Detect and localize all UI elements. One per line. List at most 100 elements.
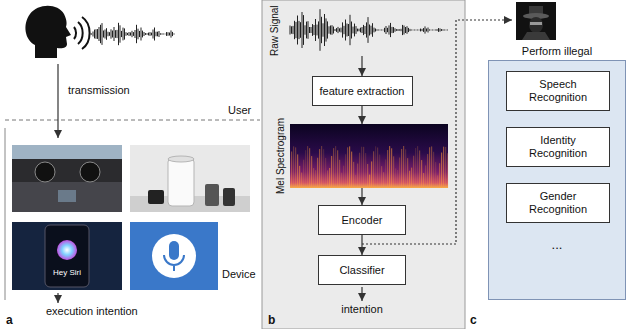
spectrogram-streak <box>361 147 362 188</box>
group-heading: Perform illegal <box>489 45 625 58</box>
spectrogram-streak <box>429 147 430 188</box>
car-window <box>12 145 122 159</box>
spectrogram-streak <box>413 156 414 188</box>
spectrogram-streak <box>337 150 338 188</box>
ellipsis-text: ... <box>489 237 625 252</box>
spectrogram-streak <box>343 166 344 188</box>
phone <box>45 225 89 287</box>
spectrogram-streak <box>313 168 314 188</box>
spectrogram-streak <box>365 153 366 188</box>
sound-arc <box>78 22 83 44</box>
spectrogram-streak <box>329 168 330 188</box>
speaker-head <box>25 6 71 58</box>
spectrogram-streak <box>371 161 372 188</box>
waveform-trace <box>90 23 174 45</box>
mel-spectrogram <box>290 124 448 188</box>
sound-arc <box>74 27 76 39</box>
spectrogram-streak <box>307 146 308 188</box>
flow-label: execution intention <box>46 305 138 318</box>
process-box: feature extraction <box>312 76 413 106</box>
mini-speaker <box>205 184 219 206</box>
spectrogram-streak <box>441 153 442 188</box>
spectrogram-streak <box>409 171 410 188</box>
spectrogram-streak <box>405 149 406 188</box>
car-screen <box>58 190 76 202</box>
task-box: Identity Recognition <box>506 127 610 167</box>
spectrogram-streak <box>311 156 312 188</box>
spectrogram-streak <box>443 147 444 188</box>
raw-waveform <box>290 9 448 51</box>
spectrogram-streak <box>419 150 420 188</box>
spectrogram-streak <box>359 153 360 188</box>
smart-speaker-top <box>168 156 194 162</box>
box-label: feature extraction <box>320 85 405 98</box>
spectrogram-streak <box>355 175 356 188</box>
spectrogram-streak <box>341 173 342 188</box>
spectrogram-streak <box>327 170 328 188</box>
spectrogram-streak <box>389 146 390 188</box>
spectrogram-streak <box>369 175 370 188</box>
mic-icon-stand <box>164 255 184 271</box>
flow-arrow <box>361 56 362 76</box>
output-arrow <box>361 287 362 301</box>
spectrogram-streak <box>317 158 318 188</box>
separator-line <box>5 120 260 121</box>
mic-icon-disc <box>152 234 196 278</box>
process-box: Encoder <box>318 205 406 235</box>
spectrogram-streak <box>297 154 298 188</box>
mic-icon <box>169 241 179 260</box>
box-label: Encoder <box>342 214 383 227</box>
siri-orb <box>57 240 77 260</box>
spectrogram-streak <box>325 158 326 188</box>
car-vent <box>35 162 55 182</box>
task-box: Gender Recognition <box>506 183 610 223</box>
spectrogram-streak <box>391 148 392 188</box>
spectrogram-streak <box>447 153 448 188</box>
spectrogram-streak <box>363 147 364 188</box>
spectrogram-streak <box>415 148 416 188</box>
spectrogram-streak <box>421 160 422 188</box>
spectrogram-streak <box>435 162 436 188</box>
transmission-arrow <box>57 64 58 138</box>
zone-label: Device <box>222 268 256 281</box>
spectrogram-streak <box>423 173 424 188</box>
waveform-trace <box>290 9 448 51</box>
hacker-glasses <box>530 22 542 25</box>
spectrogram-streak <box>347 147 348 188</box>
flow-label: transmission <box>68 84 130 97</box>
spectrogram-streak <box>321 146 322 188</box>
box-label: Classifier <box>339 264 384 277</box>
spectrogram-streak <box>377 147 378 188</box>
spectrogram-streak <box>373 151 374 188</box>
flow-arrow <box>361 106 362 124</box>
spectrogram-streak <box>331 156 332 188</box>
panel-letter: b <box>268 313 275 328</box>
spectrogram-streak <box>393 156 394 188</box>
spectrogram-streak <box>383 172 384 188</box>
spectrogram-streak <box>303 160 304 188</box>
hacker-face <box>529 17 543 33</box>
flow-arrow <box>361 188 362 205</box>
side-label: Mel Spectrogram <box>274 118 287 194</box>
hacker-icon <box>516 2 556 40</box>
spectrogram-streak <box>315 170 316 188</box>
flow-arrow <box>361 235 362 255</box>
box-label: Gender Recognition <box>512 190 604 216</box>
mini-speaker <box>148 190 164 204</box>
spectrogram-streak <box>349 146 350 188</box>
smart-speaker <box>168 158 194 206</box>
spectrogram-streak <box>401 149 402 188</box>
spectrogram-streak <box>399 158 400 188</box>
spectrogram-streak <box>319 149 320 188</box>
hacker-coat <box>522 32 550 40</box>
spectrogram-streak <box>417 146 418 188</box>
spectrogram-streak <box>345 154 346 188</box>
spectrogram-streak <box>333 148 334 188</box>
spectrogram-streak <box>407 158 408 188</box>
car-vent <box>80 162 100 182</box>
spectrogram-streak <box>293 146 294 188</box>
spectrogram-streak <box>425 165 426 188</box>
phone-image <box>12 222 122 290</box>
